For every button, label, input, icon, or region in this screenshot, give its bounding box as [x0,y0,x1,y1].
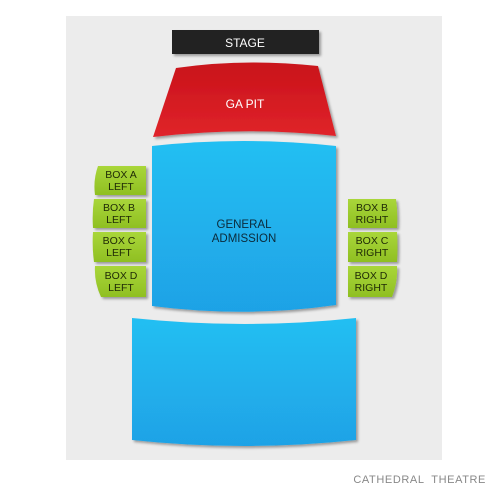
box-b-left-label-line1: BOX B [103,202,135,214]
section-box-d-right[interactable]: BOX D RIGHT [348,266,398,297]
section-box-c-left[interactable]: BOX C LEFT [92,232,146,262]
box-d-left-label-line2: LEFT [108,282,134,294]
section-general-admission[interactable]: GENERAL ADMISSION [152,141,336,312]
section-box-d-left[interactable]: BOX D LEFT [94,266,146,297]
section-box-b-left[interactable]: BOX B LEFT [92,199,146,228]
section-box-a-left[interactable]: BOX A LEFT [94,166,146,195]
general-admission-label-line2: ADMISSION [212,233,277,245]
stage-label: STAGE [225,36,265,50]
box-d-left-label-line1: BOX D [105,270,138,282]
general-admission-label-line1: GENERAL [217,219,273,231]
stage: STAGE [172,30,319,54]
box-b-left-label-line2: LEFT [106,214,132,226]
section-box-b-right[interactable]: BOX B RIGHT [348,199,398,228]
box-c-right-label-line2: RIGHT [356,247,389,259]
box-b-right-label-line1: BOX B [356,202,388,214]
box-d-right-label-line2: RIGHT [355,282,388,294]
box-b-right-label-line2: RIGHT [356,214,389,226]
box-c-right-label-line1: BOX C [356,235,389,247]
section-ga-pit[interactable]: GA PIT [153,62,336,137]
section-general-admission-rear[interactable] [132,318,356,446]
venue-name: CATHEDRAL THEATRE [353,474,486,486]
section-box-c-right[interactable]: BOX C RIGHT [348,232,398,262]
box-d-right-label-line1: BOX D [355,270,388,282]
box-a-left-label-line1: BOX A [105,169,137,181]
ga-pit-label: GA PIT [226,97,265,111]
box-c-left-label-line2: LEFT [106,247,132,259]
box-c-left-label-line1: BOX C [103,235,136,247]
box-a-left-label-line2: LEFT [108,181,134,193]
